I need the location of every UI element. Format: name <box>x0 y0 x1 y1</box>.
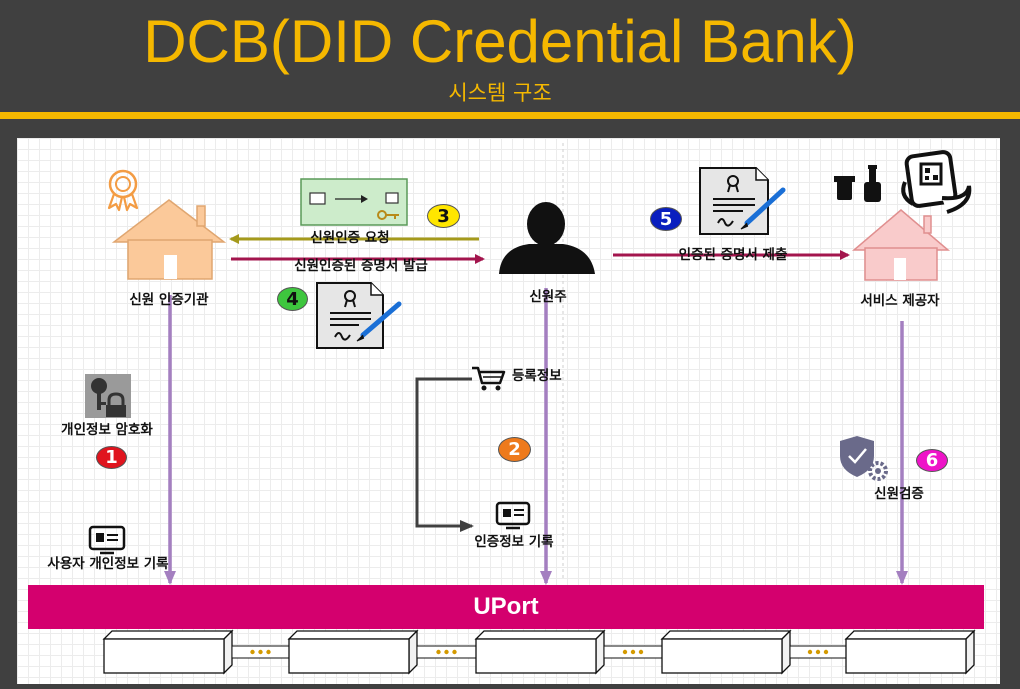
encrypt-label: 개인정보 암호화 <box>61 422 153 438</box>
register-label: 등록정보 <box>512 368 562 384</box>
block-link-2 <box>416 645 477 659</box>
page-title: DCB(DID Credential Bank) <box>143 8 857 75</box>
block-1 <box>102 629 234 675</box>
lock-icon <box>85 374 131 418</box>
auth-record-label: 인증정보 기록 <box>474 534 554 550</box>
submitted-certificate-icon <box>699 167 786 235</box>
page-subtitle: 시스템 구조 <box>448 81 552 105</box>
step-badge-1-label: 1 <box>105 447 118 468</box>
step-badge-2-label: 2 <box>508 439 521 460</box>
monitor-icon-holder <box>495 501 531 530</box>
award-ribbon-icon <box>107 169 139 212</box>
issuer-house-icon <box>111 199 227 280</box>
header-divider <box>0 112 1020 119</box>
step-badge-4-label: 4 <box>286 288 299 310</box>
request-card-icon <box>300 178 408 226</box>
step-badge-3: 3 <box>427 204 460 228</box>
issued-certificate-icon <box>316 282 402 349</box>
block-link-3 <box>603 645 663 659</box>
block-3 <box>474 629 606 675</box>
person-icon <box>499 202 595 274</box>
holder-label: 신원주 <box>529 289 567 305</box>
block-5 <box>844 629 976 675</box>
verify-label: 신원검증 <box>874 486 924 502</box>
products-icon <box>834 165 881 202</box>
blockchain <box>102 629 976 675</box>
header-bar: DCB(DID Credential Bank) 시스템 구조 <box>0 0 1020 112</box>
phone-qr-icon <box>901 150 972 214</box>
step-badge-6: 6 <box>916 449 948 472</box>
step-badge-3-label: 3 <box>437 205 450 227</box>
verifier-house-icon <box>851 209 951 281</box>
verifier-label: 서비스 제공자 <box>860 293 940 309</box>
shopping-cart-icon <box>472 366 506 391</box>
block-4 <box>660 629 792 675</box>
step-badge-5-label: 5 <box>659 208 673 230</box>
uport-bar: UPort <box>28 585 984 629</box>
shield-gear-icon <box>840 436 888 481</box>
step-badge-6-label: 6 <box>925 450 939 471</box>
monitor-icon-issuer <box>88 525 126 555</box>
request-label: 신원인증 요청 <box>310 230 390 246</box>
diagram-canvas: 1 2 3 4 5 6 신원 인증기관 신원주 서비스 제공자 신원인증 요청 … <box>17 138 1000 684</box>
issuer-record-label: 사용자 개인정보 기록 <box>47 556 169 572</box>
block-link-4 <box>789 645 847 659</box>
step-badge-2: 2 <box>498 437 531 462</box>
issue-label: 신원인증된 증명서 발급 <box>294 258 428 274</box>
submit-label: 인증된 증명서 제출 <box>678 247 788 263</box>
step-badge-1: 1 <box>96 446 127 469</box>
step-badge-5: 5 <box>650 207 682 231</box>
block-2 <box>287 629 419 675</box>
step-badge-4: 4 <box>277 287 308 311</box>
block-link-1 <box>231 645 290 659</box>
register-bracket-arrow <box>415 377 474 532</box>
issuer-label: 신원 인증기관 <box>129 292 209 308</box>
